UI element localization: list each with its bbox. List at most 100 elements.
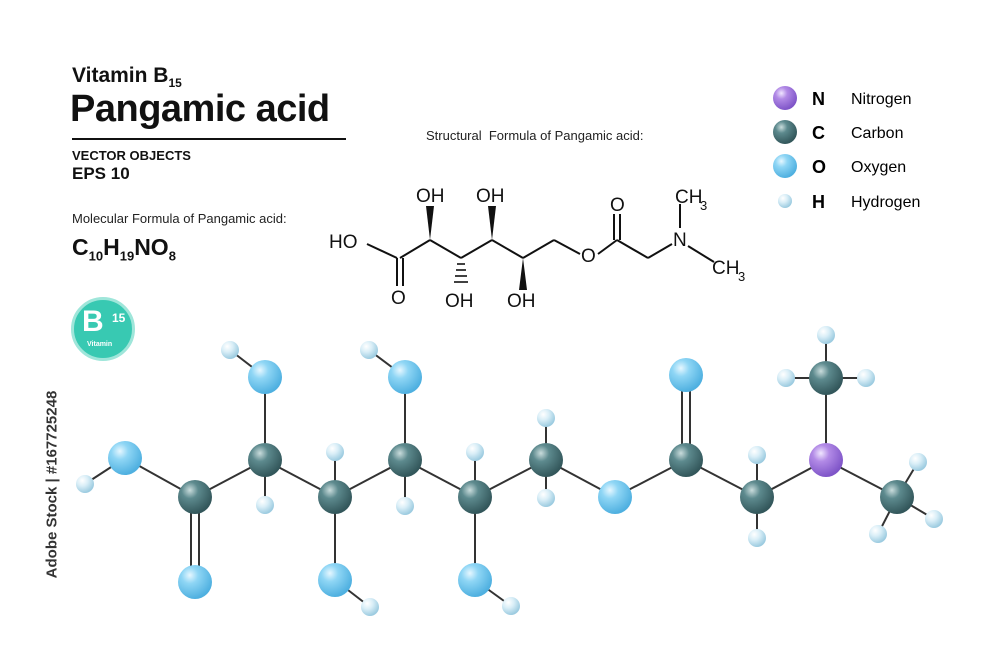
molecular-formula-caption: Molecular Formula of Pangamic acid: [72, 211, 287, 226]
oxygen-atom [248, 360, 282, 394]
atom-label-ch: CH [712, 258, 739, 279]
carbon-atom [880, 480, 914, 514]
nitrogen-atom [809, 443, 843, 477]
formula-part: H [103, 234, 120, 260]
vitamin-label: Vitamin B15 [72, 64, 182, 90]
atom-label-o: O [610, 195, 625, 216]
hydrogen-atom [777, 369, 795, 387]
vitamin-badge-icon [71, 297, 135, 361]
atom-label-sub: 3 [738, 269, 745, 284]
carbon-atom [388, 443, 422, 477]
vitamin-label-sub: 15 [168, 76, 182, 91]
hydrogen-atom [817, 326, 835, 344]
formula-sub: 8 [168, 248, 176, 264]
oxygen-atom [669, 358, 703, 392]
carbon-atom [248, 443, 282, 477]
structural-formula-caption: Structural Formula of Pangamic acid: [426, 128, 644, 143]
atom-label-oh: OH [507, 291, 536, 312]
vector-objects-label: VECTOR OBJECTS [72, 148, 191, 163]
carbon-atom [178, 480, 212, 514]
atom-label-n: N [673, 230, 687, 251]
oxygen-atom [388, 360, 422, 394]
carbon-atom [318, 480, 352, 514]
oxygen-atom-icon [773, 154, 797, 178]
badge-number: 15 [112, 311, 126, 325]
hydrogen-atom [326, 443, 344, 461]
oxygen-atom [108, 441, 142, 475]
hydrogen-atom [466, 443, 484, 461]
atom-label-sub: 3 [700, 198, 707, 213]
atom-label-oh: OH [476, 186, 505, 207]
bond [491, 239, 524, 259]
legend: N Nitrogen C Carbon O Oxygen H Hydrogen [773, 86, 920, 212]
badge-letter: B [82, 305, 104, 338]
structural-formula [366, 204, 715, 290]
ball-and-stick-model [84, 335, 935, 608]
atom-label-ch: CH [675, 187, 702, 208]
atom-label-oh: OH [416, 186, 445, 207]
formula-part: NO [134, 234, 169, 260]
hydrogen-atom [857, 369, 875, 387]
legend-symbol: H [812, 192, 825, 212]
oxygen-atom [598, 480, 632, 514]
formula-sub: 19 [119, 248, 135, 264]
bond [522, 239, 555, 259]
legend-symbol: C [812, 123, 825, 143]
structural-labels: OH OH HO O OH OH O O N CH 3 CH 3 [329, 186, 745, 312]
carbon-atom [809, 361, 843, 395]
atom-label-o: O [581, 246, 596, 267]
hydrogen-atom-icon [778, 194, 792, 208]
legend-symbol: N [812, 89, 825, 109]
hydrogen-atom [502, 597, 520, 615]
nitrogen-atom-icon [773, 86, 797, 110]
hydrogen-atom [221, 341, 239, 359]
bond [553, 239, 581, 255]
model-atoms [76, 326, 943, 616]
formula-sub: 10 [88, 248, 104, 264]
legend-name: Hydrogen [851, 194, 920, 211]
bond [366, 243, 398, 259]
carbon-atom [740, 480, 774, 514]
atom-label-ho: HO [329, 232, 358, 253]
wedge-bond [426, 206, 434, 240]
bond [616, 239, 649, 259]
hydrogen-atom [869, 525, 887, 543]
carbon-atom [669, 443, 703, 477]
bond [647, 243, 673, 259]
hydrogen-atom [76, 475, 94, 493]
wedge-bond [519, 258, 527, 290]
badge-word: Vitamin [87, 341, 113, 348]
hydrogen-atom [748, 529, 766, 547]
hydrogen-atom [256, 496, 274, 514]
legend-name: Oxygen [851, 159, 906, 176]
hydrogen-atom [361, 598, 379, 616]
hydrogen-atom [537, 489, 555, 507]
hydrogen-atom [748, 446, 766, 464]
title-divider [72, 138, 346, 140]
oxygen-atom [458, 563, 492, 597]
page-title: Pangamic acid [70, 88, 330, 130]
atom-label-oh: OH [445, 291, 474, 312]
hydrogen-atom [537, 409, 555, 427]
legend-name: Nitrogen [851, 91, 911, 108]
carbon-atom-icon [773, 120, 797, 144]
wedge-bond [488, 206, 496, 240]
eps-label: EPS 10 [72, 164, 130, 183]
carbon-atom [529, 443, 563, 477]
formula-part: C [72, 234, 89, 260]
legend-symbol: O [812, 157, 826, 177]
hydrogen-atom [925, 510, 943, 528]
oxygen-atom [178, 565, 212, 599]
hydrogen-atom [909, 453, 927, 471]
atom-label-o: O [391, 288, 406, 309]
vitamin-label-text: Vitamin B [72, 64, 169, 87]
legend-name: Carbon [851, 125, 903, 142]
hash-bond [454, 263, 468, 283]
bond [429, 239, 462, 259]
oxygen-atom [318, 563, 352, 597]
bond [597, 239, 618, 255]
molecular-formula: C10H19NO8 [72, 234, 176, 264]
bond [460, 239, 493, 259]
hydrogen-atom [360, 341, 378, 359]
